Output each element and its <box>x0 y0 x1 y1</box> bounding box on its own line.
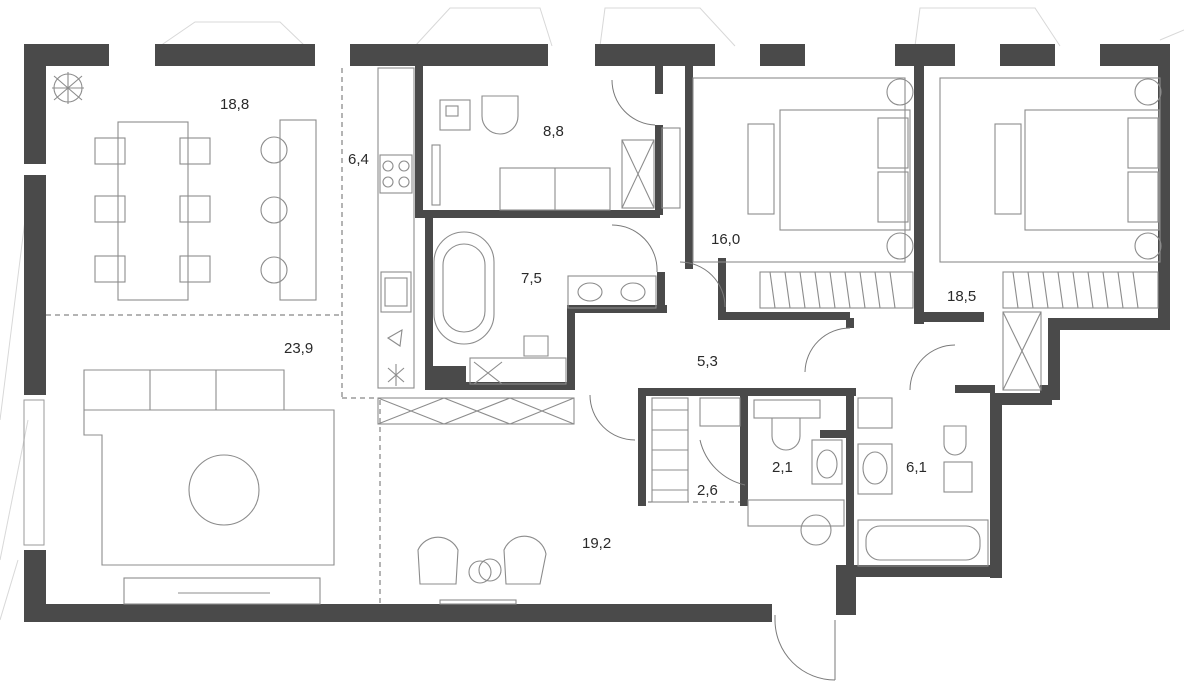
room-area-corridor: 5,3 <box>697 353 718 370</box>
room-labels: 18,8 6,4 8,8 7,5 16,0 18,5 23,9 5,3 2,6 … <box>220 96 976 552</box>
room-area-dining: 18,8 <box>220 96 249 113</box>
room-area-hall: 19,2 <box>582 535 611 552</box>
hall-furniture <box>417 499 845 605</box>
bedroom-1-furniture <box>692 77 914 309</box>
room-area-bedroom-2: 18,5 <box>947 288 976 305</box>
service-furniture <box>651 397 989 567</box>
room-area-living: 23,9 <box>284 340 313 357</box>
room-area-bathroom-2: 6,1 <box>906 459 927 476</box>
room-dividers <box>46 68 740 604</box>
room-area-bedroom-1: 16,0 <box>711 231 740 248</box>
room-area-wardrobe: 2,6 <box>697 482 718 499</box>
bedroom-2-furniture <box>939 77 1162 391</box>
living-furniture <box>83 369 335 605</box>
doors <box>589 79 956 681</box>
room-area-kitchen: 6,4 <box>348 151 369 168</box>
kitchen-furniture <box>377 67 575 425</box>
room-area-bathroom-1: 7,5 <box>521 270 542 287</box>
room-area-wc: 2,1 <box>772 459 793 476</box>
interior-walls <box>415 64 995 608</box>
bathroom-1-furniture <box>433 231 657 385</box>
dining-furniture <box>52 72 317 301</box>
exterior-outlines <box>0 7 1184 621</box>
exterior-walls <box>23 44 1170 622</box>
study-furniture <box>431 95 681 211</box>
room-area-study: 8,8 <box>543 123 564 140</box>
